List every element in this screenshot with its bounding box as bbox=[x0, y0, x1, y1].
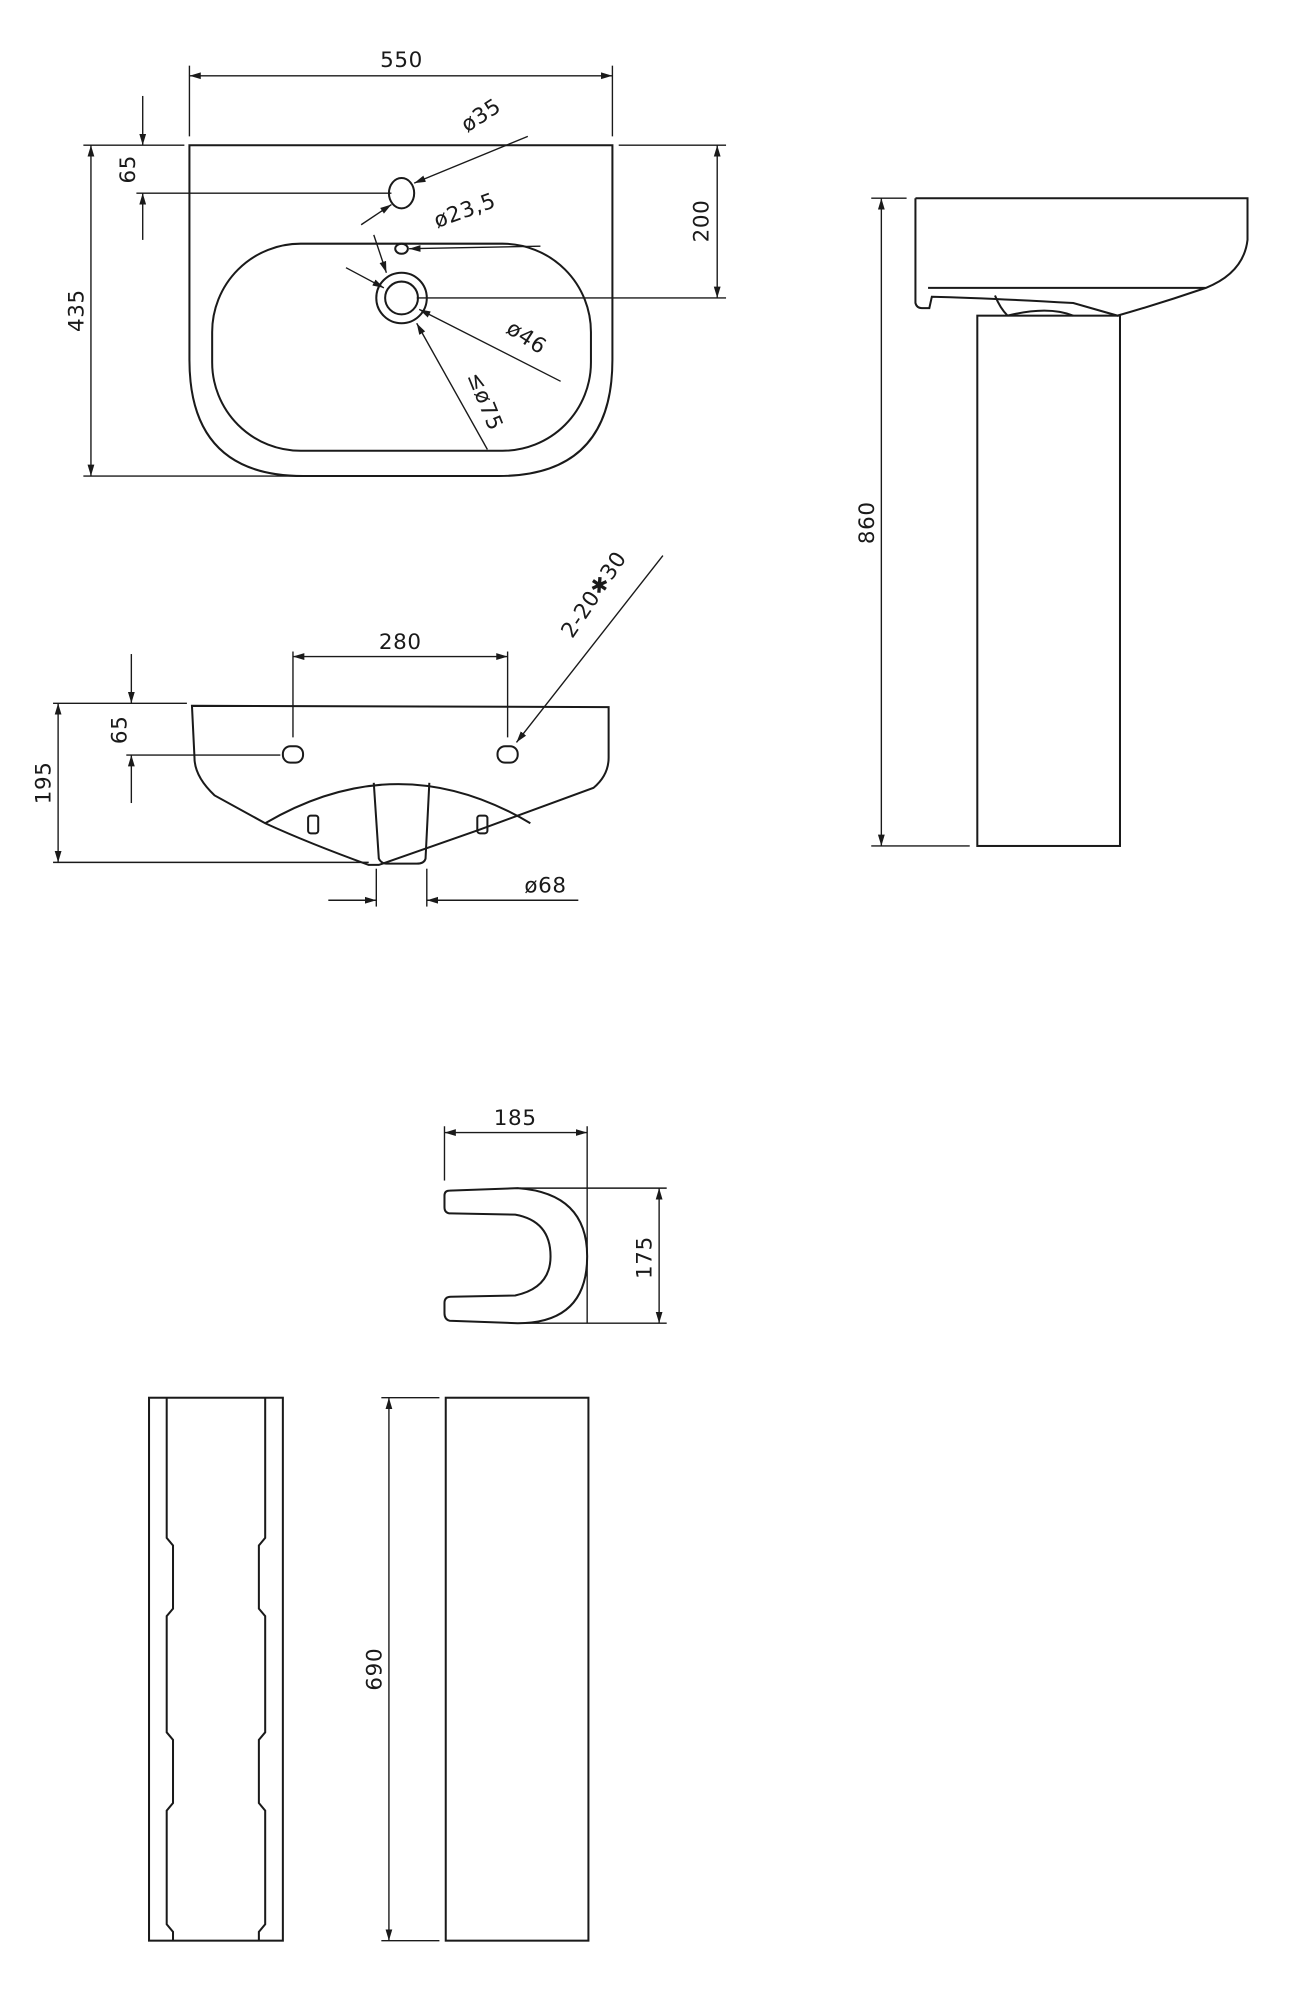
pedestal-front bbox=[444, 1396, 590, 1942]
dim-fixing-height: 65 bbox=[107, 716, 132, 745]
dim-tap-dia: ø35 bbox=[457, 94, 506, 138]
dim-depth: 435 bbox=[64, 289, 89, 332]
fixing-lug-right bbox=[476, 814, 489, 835]
tap-hole bbox=[387, 177, 416, 210]
fixing-hole-right bbox=[496, 745, 519, 764]
waste-outlet bbox=[372, 782, 431, 865]
dim-width: 550 bbox=[380, 48, 423, 73]
pedestal-top-outline bbox=[443, 1187, 589, 1325]
pedestal-channel-right bbox=[257, 1397, 267, 1941]
basin-side bbox=[914, 197, 1249, 317]
dim-pedestal-depth: 175 bbox=[633, 1236, 658, 1279]
pedestal-channel-left bbox=[165, 1397, 175, 1941]
dim-overflow-dia: ø23,5 bbox=[431, 188, 500, 233]
dim-basin-height: 195 bbox=[32, 761, 57, 804]
dim-waste-outer-dia: ≤ø75 bbox=[462, 369, 508, 435]
basin-rear-view: 280 2-20✱30 65 195 ø68 bbox=[32, 547, 664, 907]
basin-rear-outline bbox=[190, 704, 610, 866]
pedestal-back bbox=[148, 1396, 284, 1942]
pedestal-side bbox=[976, 314, 1121, 847]
waste-inner bbox=[384, 280, 419, 316]
dim-pedestal-height: 690 bbox=[362, 1648, 387, 1691]
fixing-hole-left bbox=[281, 745, 305, 764]
dim-fixing-holes: 2-20✱30 bbox=[557, 547, 633, 643]
dim-overall-height: 860 bbox=[855, 501, 880, 544]
dim-waste-dia: ø46 bbox=[502, 316, 551, 360]
dim-fixing-spacing: 280 bbox=[379, 630, 422, 655]
dim-waste-outlet-dia: ø68 bbox=[524, 874, 566, 899]
basin-top-view: 550 435 65 200 ø35 ø23,5 ø46 ≤ø75 bbox=[64, 48, 727, 478]
dim-tap-offset: 65 bbox=[116, 155, 141, 184]
dim-pedestal-width: 185 bbox=[494, 1106, 537, 1131]
pedestal-front-view: 690 bbox=[148, 1396, 590, 1942]
dim-waste-offset: 200 bbox=[689, 200, 714, 243]
basin-outline bbox=[188, 144, 614, 478]
fixing-lug-left bbox=[307, 814, 320, 835]
overflow-hole bbox=[394, 242, 409, 255]
pedestal-top-view: 185 175 bbox=[443, 1106, 667, 1325]
side-assembly-view: 860 bbox=[855, 197, 1249, 847]
